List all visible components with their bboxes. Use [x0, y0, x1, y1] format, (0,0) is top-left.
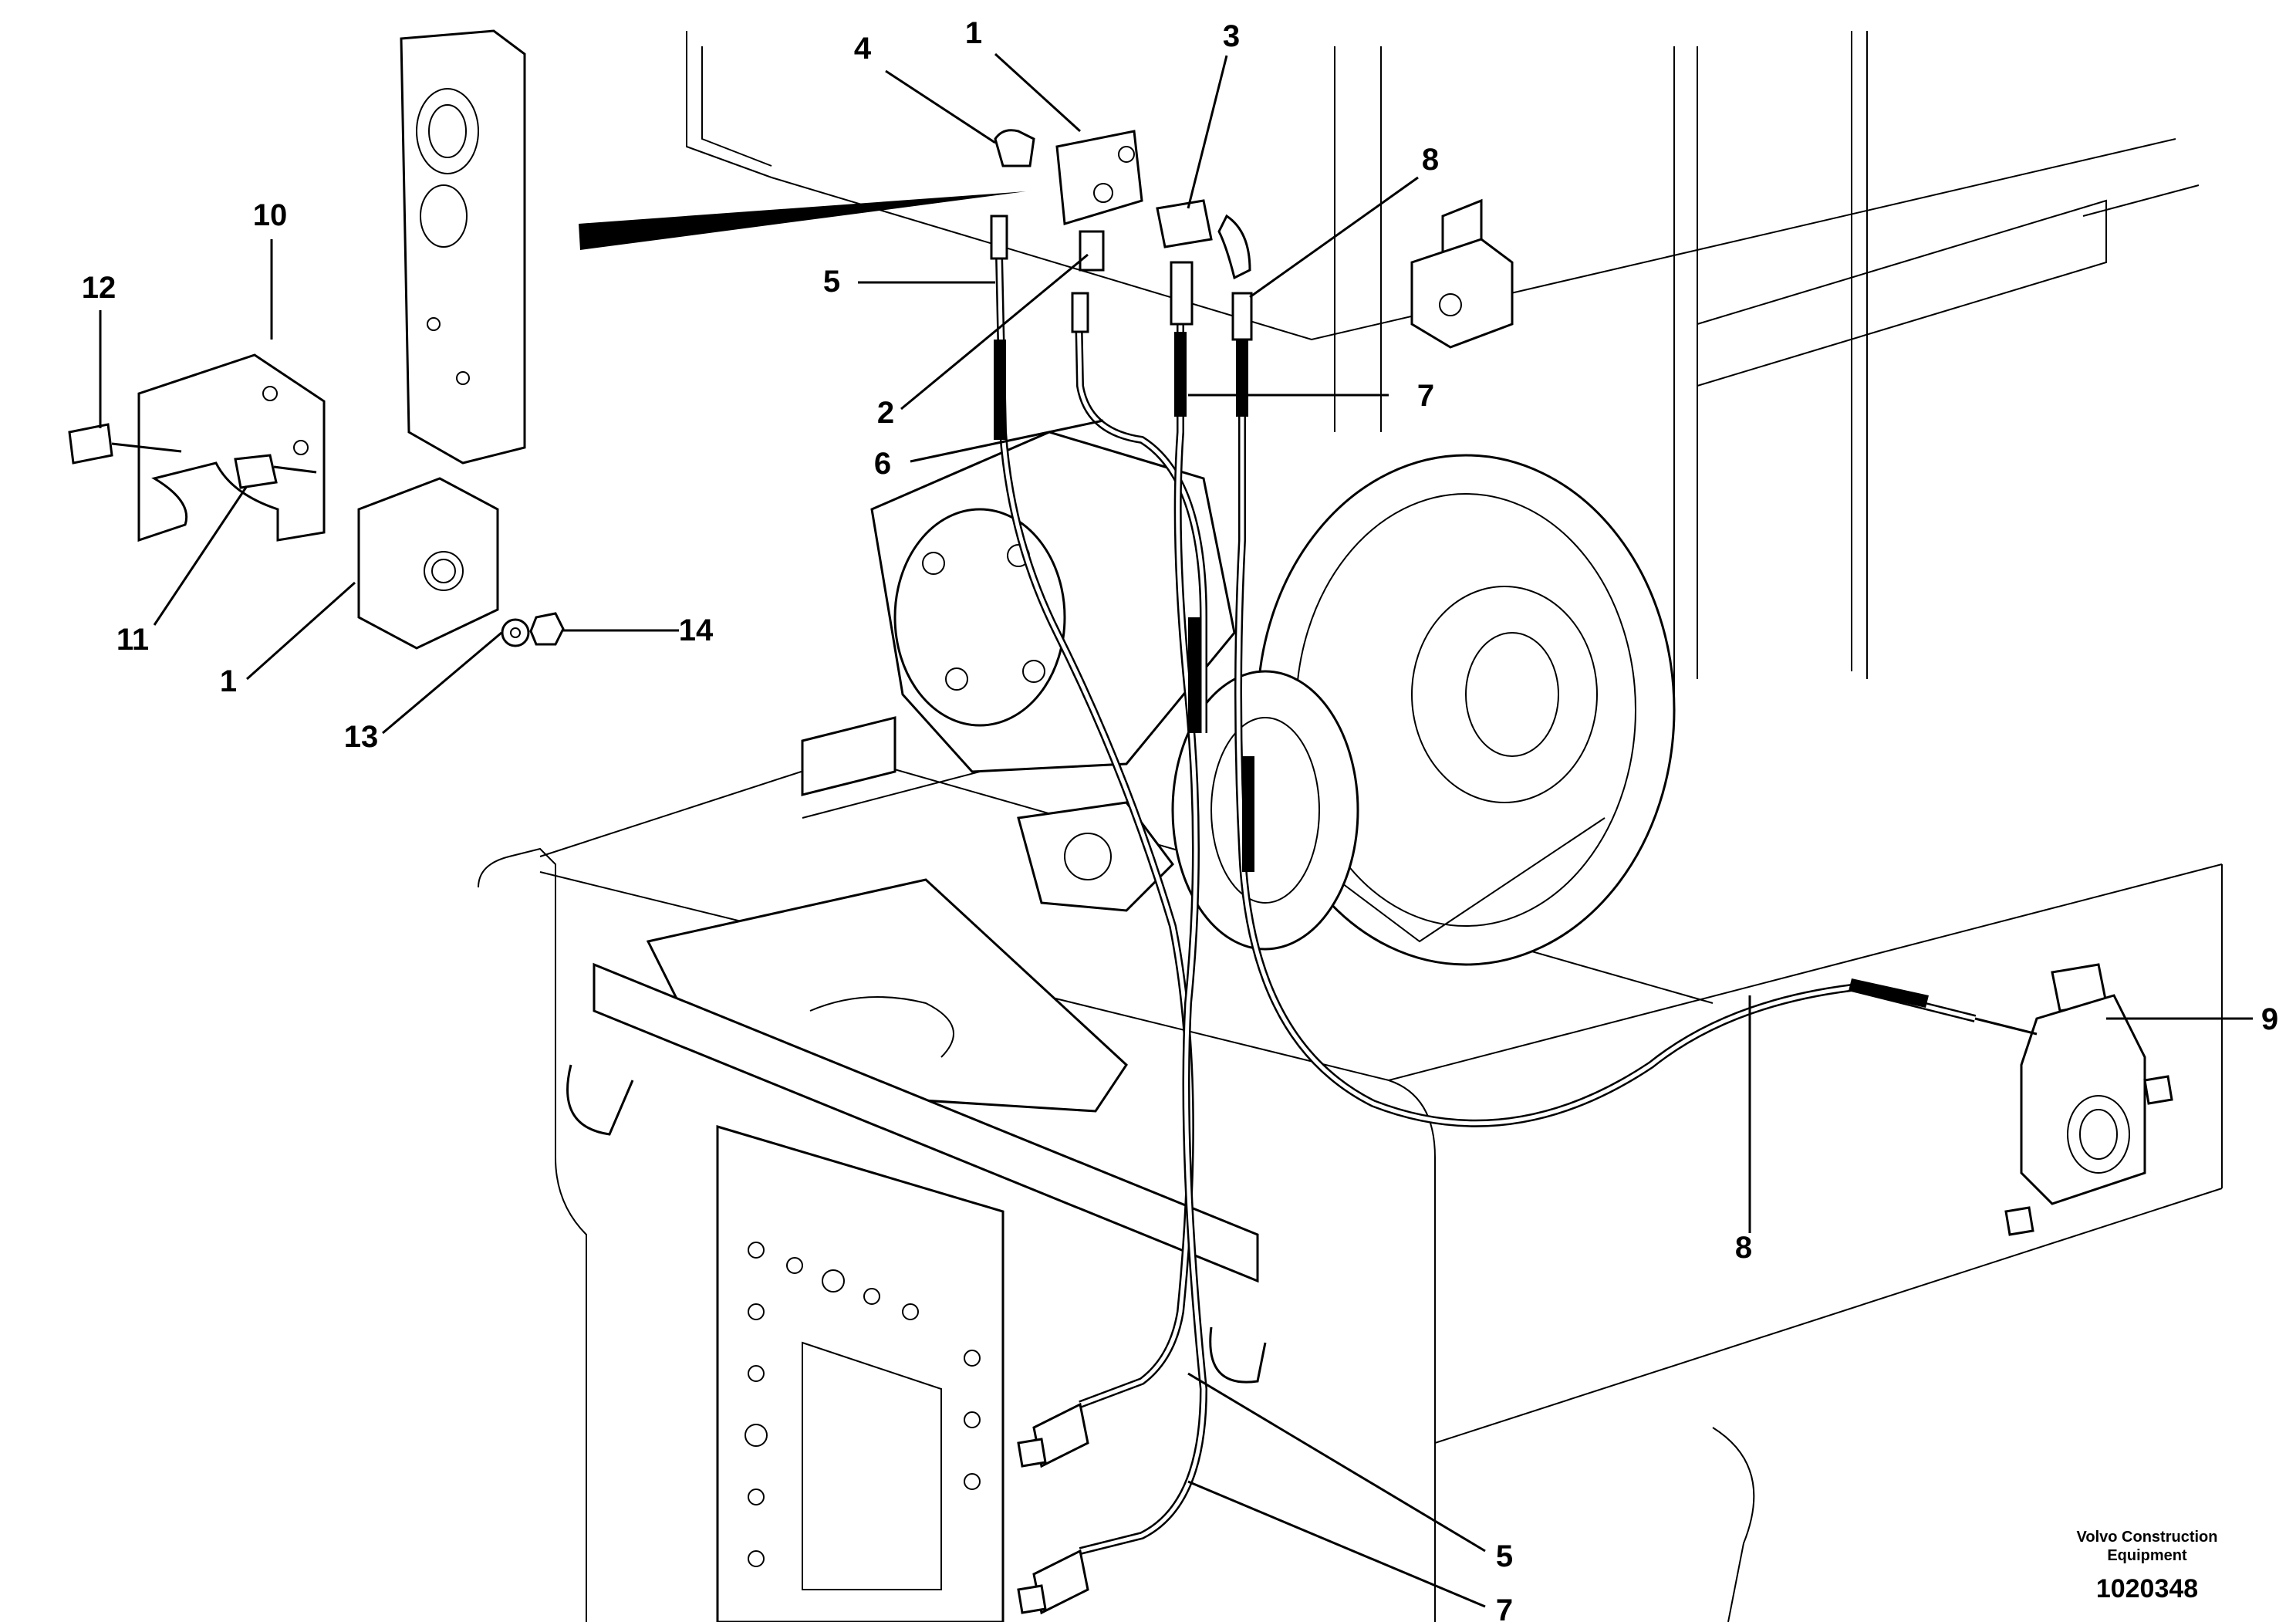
callout-number: 2	[877, 396, 894, 430]
callout-number: 1	[965, 16, 982, 50]
callout-number: 5	[823, 265, 840, 299]
hydraulic-hoses	[994, 254, 1977, 1555]
callout-number: 13	[344, 720, 379, 754]
callout-leader-line	[1249, 176, 1419, 299]
callout-leader-line	[994, 52, 1082, 133]
callout-number: 7	[1417, 379, 1434, 413]
callout-leader-line	[910, 419, 1104, 463]
callout-number: 8	[1735, 1231, 1752, 1265]
pressure-valve-upper	[1410, 198, 1514, 349]
valve-part-9	[1974, 963, 2173, 1236]
callout-leader-line	[1187, 55, 1228, 209]
drawing-reference-number: 1020348	[2096, 1574, 2198, 1603]
callout-number: 8	[1422, 143, 1439, 177]
callout-number: 4	[854, 32, 872, 66]
callout-leader-line	[246, 581, 356, 681]
callout-number: 12	[82, 271, 116, 305]
callout-number: 14	[679, 613, 714, 647]
machine-frame	[478, 31, 2223, 1622]
callout-number: 5	[1496, 1539, 1513, 1573]
callout-leader-line	[153, 485, 248, 626]
callout-number: 1	[220, 664, 237, 698]
pump-assembly	[870, 431, 1236, 912]
credit-block: Volvo Construction Equipment 1020348	[2077, 1529, 2218, 1603]
callout-leader-line	[382, 631, 502, 735]
callout-leader-line	[885, 69, 996, 144]
callout-number: 10	[253, 198, 288, 232]
callout-number: 9	[2261, 1002, 2278, 1036]
callout-number: 6	[874, 447, 891, 481]
top-fittings	[579, 129, 1253, 341]
callout-leader-line	[1187, 1372, 1486, 1553]
callout-leader-line	[1187, 1480, 1486, 1608]
callout-number: 3	[1223, 19, 1240, 53]
credit-line-1: Volvo Construction	[2077, 1529, 2218, 1546]
exploded-parts	[68, 29, 565, 650]
flywheel-housing	[1171, 454, 1676, 966]
callout-number: 7	[1496, 1593, 1513, 1622]
quick-couplings	[1017, 1402, 1089, 1615]
bracket-holes	[745, 1242, 981, 1567]
callout-number: 11	[116, 623, 149, 657]
credit-line-2: Equipment	[2107, 1547, 2187, 1564]
callout-leader-line	[900, 253, 1089, 411]
